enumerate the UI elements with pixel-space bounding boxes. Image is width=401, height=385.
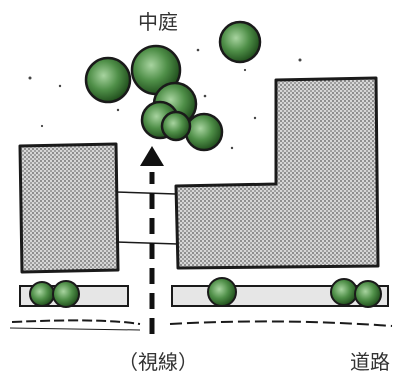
road-lines [9,319,393,331]
tree-icon [207,277,237,307]
roadside-shrubs [29,277,382,308]
sightline-arrow-icon [140,146,164,334]
tree-icon [354,280,382,308]
tree-icon [84,56,132,104]
sightline-label: （視線） [118,350,198,374]
road-label: 道路 [350,350,390,374]
tree-icon [29,281,55,307]
tree-icon [330,278,358,306]
tree-icon [218,20,262,64]
left-building [18,142,120,274]
connector-lines [115,191,179,245]
tree-icon [184,112,224,152]
courtyard-label: 中庭 [138,10,178,34]
tree-icon [160,110,192,142]
courtyard-trees [84,20,262,152]
right-building [174,76,380,270]
tree-icon [52,280,80,308]
